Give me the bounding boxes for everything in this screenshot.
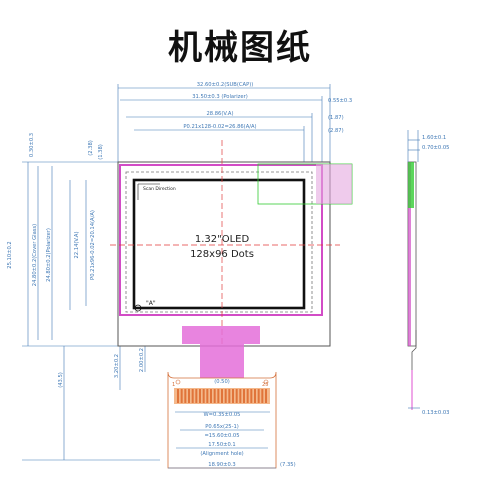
connector-pin [217, 389, 220, 403]
left-dimensions: 25.10±0.2 24.80±0.2(Cover Glass) 24.80±0… [7, 133, 160, 461]
active-area [132, 178, 306, 310]
connector-pin [261, 389, 264, 403]
connector-pin [199, 389, 201, 403]
side-view: 1.60±0.1 0.70±0.05 0.13±0.03 [407, 130, 449, 416]
dim-polarizer-width: 31.50±0.3 (Polarizer) [192, 94, 248, 100]
dim-top-offset-3: (1.38) [98, 144, 104, 160]
connector-pin [250, 389, 253, 403]
dim-right-offset-3: (2.87) [328, 128, 344, 134]
dim-side-glass-thickness: 0.70±0.05 [422, 145, 449, 151]
pixel-origin-label: "A" [146, 300, 156, 307]
connector-pin [235, 389, 238, 403]
connector-pin [206, 389, 209, 403]
dim-side-total-thickness: 1.60±0.1 [422, 135, 446, 141]
connector-pin [265, 389, 267, 403]
pixel-origin-marker [134, 304, 142, 312]
dim-polarizer-height: 24.80±0.2(Polarizer) [46, 228, 52, 282]
fpc-bond-area [182, 326, 260, 344]
display-resolution-label: 128x96 Dots [190, 249, 254, 260]
connector-pin [239, 389, 242, 403]
alignment-hole-left [175, 379, 181, 385]
dim-right-offset-2: (1.87) [328, 115, 344, 121]
dim-top-offset-1: 0.30±0.3 [29, 133, 35, 157]
dim-total-height: 25.10±0.2 [7, 241, 13, 268]
dim-top-offset-2: (2.38) [88, 140, 94, 156]
connector-pin [224, 389, 227, 403]
drawing-title: 机械图纸 [168, 28, 312, 68]
scan-direction-label: Scan Direction [143, 186, 176, 192]
connector-pin [180, 389, 183, 403]
tape-overlap [316, 164, 352, 204]
dim-cover-glass-height: 24.80±0.2(Cover Glass) [32, 224, 38, 286]
connector-pin [188, 389, 190, 403]
dim-aa-height: P0.21x96-0.02=20.14(A/A) [90, 210, 96, 280]
connector-pins [177, 389, 267, 403]
dim-aa-width: P0.21x128-0.02=26.86(A/A) [183, 124, 256, 130]
dim-fpc-f: (Alignment hole) [200, 451, 243, 457]
dim-fpc-length: (43.5) [58, 372, 64, 388]
connector-pin [210, 389, 212, 403]
dim-fpc-e: 17.50±0.1 [208, 442, 235, 448]
dim-fpc-g: 18.90±0.3 [208, 462, 235, 468]
dim-fpc-offset-2: 2.00±0.2 [139, 348, 145, 372]
connector-pin [257, 389, 260, 403]
viewing-area-outline [125, 171, 313, 313]
alignment-hole-right [263, 379, 269, 385]
connector-pin [191, 389, 194, 403]
connector-pin [228, 389, 231, 403]
dim-va-width: 28.86(V.A) [207, 111, 234, 117]
fpc-neck [200, 344, 244, 378]
dim-overall-width: 32.60±0.2(SUB(CAP)) [197, 82, 254, 88]
dim-fpc-h: (7.35) [280, 462, 296, 468]
pin-first-label: 1 [172, 382, 175, 388]
fpc-tail: 1 25 (0.50) W=0.35±0.05 P0.65x(25-1) =15… [167, 326, 296, 469]
connector-pin [213, 389, 216, 403]
connector-pin [232, 389, 234, 403]
dim-fpc-d: =15.60±0.05 [204, 433, 239, 439]
connector-pin [221, 389, 223, 403]
dim-va-height: 22.14(V.A) [74, 232, 80, 259]
dim-right-offset-1: 0.55±0.3 [328, 98, 352, 104]
polarizer-border [119, 164, 323, 316]
connector-pin [246, 389, 249, 403]
connector-pin [177, 389, 179, 403]
connector-pin [202, 389, 205, 403]
connector-pin [184, 389, 187, 403]
dim-fpc-offset-1: 3.20±0.2 [114, 354, 120, 378]
top-dimensions: 32.60±0.2(SUB(CAP)) 31.50±0.3 (Polarizer… [117, 82, 352, 162]
pin-last-label: 25 [262, 382, 269, 388]
dim-fpc-a: (0.50) [214, 379, 230, 385]
oled-module-front: Scan Direction 1.32"OLED 128x96 Dots "A" [110, 140, 353, 347]
connector-pin [195, 389, 198, 403]
side-tape [408, 162, 414, 208]
dim-fpc-c: P0.65x(25-1) [205, 424, 239, 430]
dim-fpc-b: W=0.35±0.05 [204, 412, 241, 418]
dim-side-fpc-thickness: 0.13±0.03 [422, 410, 449, 416]
display-size-label: 1.32"OLED [195, 234, 250, 245]
side-polarizer [408, 162, 411, 346]
connector-pin [254, 389, 256, 403]
connector-pin [243, 389, 245, 403]
